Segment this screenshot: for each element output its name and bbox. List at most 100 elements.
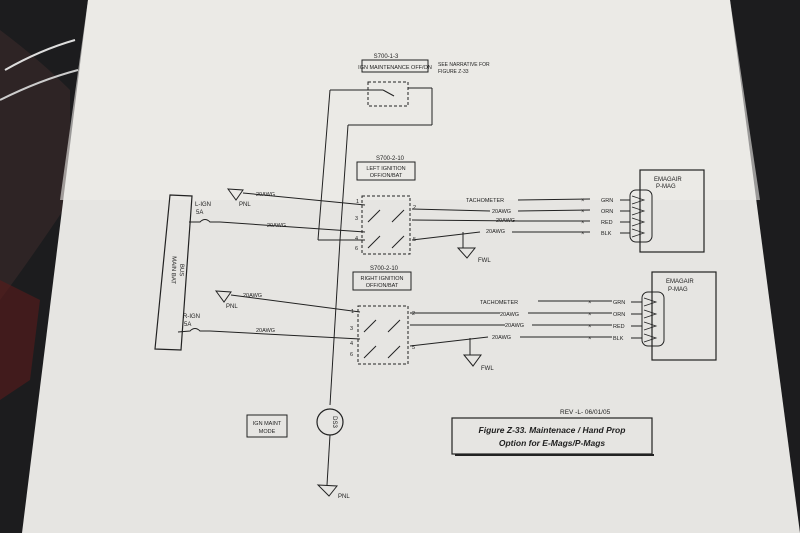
wire [242, 192, 366, 206]
wire-gauge-label: 20AWG [496, 218, 515, 224]
connector-mark: × [581, 231, 585, 237]
connector-mark: × [581, 198, 585, 204]
connector-mark: × [588, 324, 592, 330]
switch-top-contact [382, 89, 395, 97]
wire [339, 124, 349, 241]
tachometer-label: TACHOMETER [466, 198, 504, 204]
wire [411, 208, 491, 212]
connector-mark: × [588, 312, 592, 318]
switch-top-note1: SEE NARRATIVE FOR [438, 62, 490, 68]
mag-lower-line2: P-MAG [668, 287, 688, 293]
connector-pins [631, 195, 646, 238]
breaker-left-rating: 5A [196, 210, 203, 216]
ground-label: PNL [338, 494, 350, 500]
wire [411, 219, 521, 222]
pin-label: 3 [350, 326, 353, 332]
pin-label: 2 [412, 311, 415, 317]
switch-left-line2: OFF/ON/BAT [370, 173, 403, 179]
mag-upper-box [639, 169, 705, 253]
bus-line1: MAIN BAT [170, 256, 177, 284]
figure-title-line1: Figure Z-33. Maintenace / Hand Prop [479, 425, 626, 435]
switch-top-label-box [361, 59, 429, 73]
breaker-right-rating: 5A [184, 322, 191, 328]
white-cable [0, 69, 79, 101]
wire-gauge-label: 20AWG [505, 323, 524, 329]
wire-gauge-label: 20AWG [256, 328, 275, 334]
white-cable [4, 39, 76, 71]
wire-color-orn: ORN [613, 312, 625, 318]
switch-left-contact [391, 209, 405, 223]
switch-left-contact [367, 235, 381, 249]
ground-symbol [214, 290, 232, 303]
switch-top-note2: FIGURE Z-33 [438, 69, 469, 75]
wire-color-blk: BLK [613, 336, 624, 342]
pin-label: 4 [350, 341, 353, 347]
figure-title-line2: Option for E-Mags/P-Mags [499, 438, 606, 448]
breaker-right-symbol [177, 328, 210, 333]
revision-label: REV -L- 06/01/05 [560, 409, 611, 416]
main-bat-bus [154, 194, 193, 351]
switch-top-body [367, 81, 409, 107]
wire-gauge-label: 20AWG [500, 312, 519, 318]
mag-lower-line1: EMAGAIR [666, 279, 694, 285]
switch-right-contact [387, 345, 401, 359]
switch-right-body [357, 305, 409, 365]
wire-color-blk: BLK [601, 231, 612, 237]
wire-gauge-label: 20AWG [486, 229, 505, 235]
mag-upper-line1: EMAGAIR [654, 177, 682, 183]
connector-mark: × [581, 220, 585, 226]
paper-highlight [60, 0, 760, 200]
wire [329, 239, 341, 406]
switch-top-label: IGN MAINTENANCE OFF/ON [358, 65, 432, 71]
wire [517, 209, 591, 212]
mag-lower-box [651, 271, 717, 361]
maint-mode-box [246, 414, 288, 438]
pin-label: 6 [350, 352, 353, 358]
switch-right-contact [387, 319, 401, 333]
pin-label: 4 [355, 236, 358, 242]
connector-pins [643, 297, 658, 343]
connector-mark: × [588, 336, 592, 342]
pin-label: 1 [356, 199, 359, 205]
wire-color-orn: ORN [601, 209, 613, 215]
switch-left-contact [391, 235, 405, 249]
wire-gauge-label: 20AWG [492, 335, 511, 341]
wire-color-red: RED [601, 220, 613, 226]
wire [209, 330, 361, 340]
pin-label: 3 [355, 216, 358, 222]
switch-left-line1: LEFT IGNITION [366, 166, 405, 172]
switch-left-label-box [356, 161, 416, 181]
switch-left-ref: S700-2-10 [376, 156, 405, 162]
mag-upper-connector [629, 189, 653, 243]
wire [230, 294, 361, 313]
switch-right-contact [363, 345, 377, 359]
ground-symbol [462, 354, 482, 367]
wire [317, 89, 331, 241]
ground-label: FWL [478, 258, 491, 264]
wire-gauge-label: 20AWG [256, 192, 275, 198]
bus-line2: BUS [178, 264, 184, 277]
pin-label: 2 [413, 205, 416, 211]
ground-symbol [456, 247, 477, 259]
maint-mode-line2: MODE [259, 429, 276, 435]
wire-color-grn: GRN [601, 198, 613, 204]
breaker-left-symbol [189, 219, 220, 223]
ground-label: PNL [239, 202, 251, 208]
breaker-left-name: L-IGN [195, 202, 211, 208]
switch-left-body [361, 195, 411, 255]
connector-mark: × [581, 209, 585, 215]
ground-symbol [316, 484, 338, 497]
wire-gauge-label: 20AWG [492, 209, 511, 215]
ground-symbol [226, 188, 244, 201]
wire [219, 221, 366, 233]
pin-label: 6 [355, 246, 358, 252]
wire [326, 434, 331, 486]
wire-color-grn: GRN [613, 300, 625, 306]
switch-right-line2: OFF/ON/BAT [366, 283, 399, 289]
connector-mark: × [588, 300, 592, 306]
lamp-label: DS3 [331, 416, 337, 428]
wire [409, 336, 489, 347]
pin-label: 1 [351, 309, 354, 315]
background-red-object [0, 280, 40, 400]
